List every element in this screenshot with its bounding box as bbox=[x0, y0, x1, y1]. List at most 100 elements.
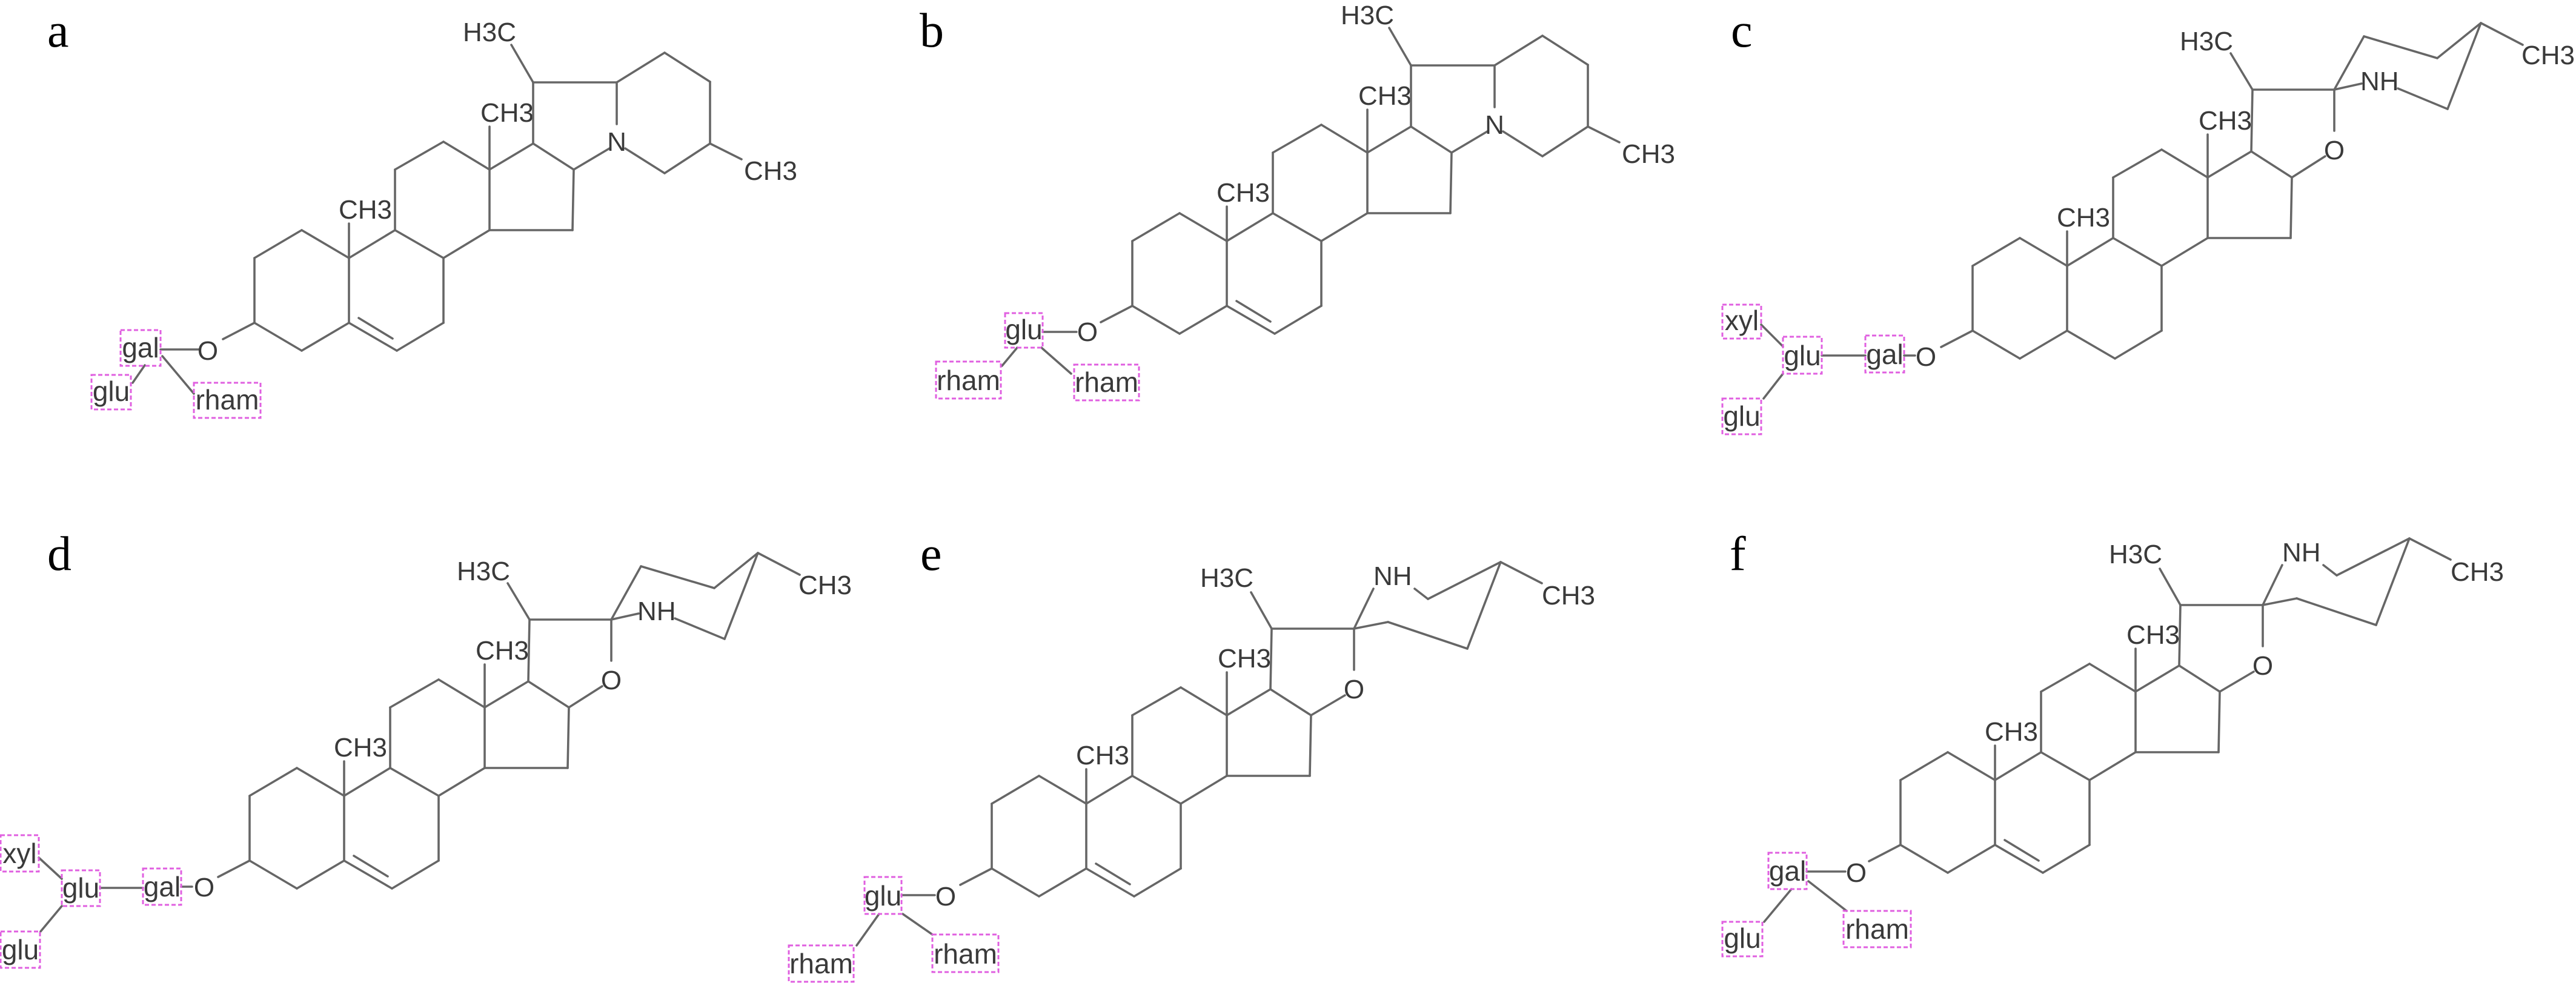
ring-bond bbox=[248, 859, 298, 890]
c27-methyl-label: CH3 bbox=[2451, 557, 2504, 587]
ring-bond bbox=[1971, 329, 2021, 360]
sugar-label: glu bbox=[2, 934, 39, 965]
bond bbox=[663, 142, 711, 174]
methyl-bond bbox=[2159, 567, 2182, 606]
sugar-unit: gal bbox=[119, 329, 162, 367]
c19-methyl-label: CH3 bbox=[1217, 178, 1270, 208]
steroid-skeleton bbox=[1940, 133, 2293, 360]
sugar-highlight-box bbox=[1721, 921, 1764, 958]
methyl-bond bbox=[1388, 27, 1412, 67]
ring-bond bbox=[1309, 714, 1312, 777]
ring-bond bbox=[566, 706, 570, 769]
methyl-bond bbox=[1250, 591, 1273, 630]
sugar-label: glu bbox=[865, 880, 901, 912]
c18-methyl-label: CH3 bbox=[2199, 106, 2252, 136]
ring-bond bbox=[2088, 663, 2137, 693]
sugar-label: rham bbox=[789, 948, 853, 979]
steroid-skeleton bbox=[1100, 108, 1453, 335]
ring-bond bbox=[296, 767, 345, 797]
sugar-unit: rham bbox=[931, 933, 1000, 973]
glycosidic-bond bbox=[1940, 329, 1974, 348]
methyl-bond bbox=[510, 44, 534, 84]
c27-methyl-label: CH3 bbox=[1622, 139, 1675, 169]
side-ring-system bbox=[510, 44, 743, 174]
ring-bond bbox=[1178, 212, 1228, 242]
sugar-label: rham bbox=[1845, 913, 1909, 945]
glycosidic-oxygen-label: O bbox=[1077, 317, 1098, 347]
ring-bond bbox=[437, 767, 486, 797]
glycosidic-oxygen-label: O bbox=[1916, 342, 1936, 372]
ring-bond bbox=[2114, 329, 2163, 360]
methyl-bond bbox=[1499, 561, 1543, 584]
sugar-highlight-box bbox=[1004, 312, 1044, 349]
ring-bond bbox=[1178, 305, 1228, 335]
bond bbox=[2322, 564, 2338, 577]
ring-bond bbox=[1180, 775, 1228, 805]
side-ring-system bbox=[1250, 561, 1543, 716]
sugar-unit: glu bbox=[61, 869, 101, 907]
bond bbox=[568, 685, 603, 709]
bond bbox=[2397, 87, 2449, 110]
sugar-unit: gal bbox=[142, 867, 182, 906]
bond bbox=[2375, 537, 2411, 626]
bond bbox=[2295, 597, 2377, 626]
bond bbox=[663, 51, 711, 83]
bond bbox=[674, 617, 726, 640]
bond bbox=[640, 565, 715, 589]
sugar-highlight-box bbox=[90, 374, 132, 411]
sugar-label: gal bbox=[1769, 855, 1806, 887]
glycosidic-linkage bbox=[1763, 888, 1793, 923]
sugar-label: glu bbox=[62, 872, 99, 904]
sugar-label: xyl bbox=[1725, 305, 1759, 336]
bond bbox=[2291, 155, 2326, 179]
glycosidic-bond bbox=[1100, 305, 1134, 323]
sugar-label: gal bbox=[144, 871, 181, 902]
methyl-bond bbox=[1587, 125, 1621, 144]
sugar-unit: glu bbox=[1721, 397, 1762, 435]
ring-bond bbox=[2206, 150, 2252, 179]
ring-bond bbox=[1947, 844, 1996, 874]
bond bbox=[1413, 587, 1429, 600]
side-ring-system bbox=[2229, 22, 2524, 179]
ring-bond bbox=[2250, 150, 2293, 179]
bond bbox=[573, 147, 611, 171]
ring-bond bbox=[2134, 664, 2180, 693]
c27-methyl-label: CH3 bbox=[798, 571, 852, 600]
methyl-bond bbox=[757, 552, 801, 576]
nh-label: NH bbox=[637, 597, 676, 626]
bond bbox=[1466, 561, 1502, 650]
sugar-highlight-box bbox=[1073, 363, 1140, 402]
bond bbox=[2262, 597, 2298, 606]
sugar-highlight-box bbox=[119, 329, 162, 367]
ring-bond bbox=[1899, 751, 1949, 781]
bond bbox=[2333, 35, 2365, 91]
side-ring-system bbox=[2159, 537, 2452, 693]
ring-bond bbox=[1272, 212, 1323, 242]
bond bbox=[2219, 670, 2255, 693]
bond bbox=[2436, 22, 2482, 59]
panel-label: a bbox=[47, 4, 69, 58]
ring-bond bbox=[2040, 751, 2091, 781]
panel-label: f bbox=[1730, 528, 1746, 581]
sugar-label: xyl bbox=[2, 838, 36, 869]
ring-bond bbox=[1410, 125, 1453, 154]
bond bbox=[616, 51, 666, 84]
methyl-bond bbox=[2480, 22, 2524, 46]
ring-bond bbox=[532, 142, 575, 171]
glycosidic-bond bbox=[959, 867, 993, 886]
ring-bond bbox=[396, 322, 445, 352]
bond bbox=[2446, 22, 2482, 110]
c19-methyl-label: CH3 bbox=[1985, 717, 2038, 747]
nitrogen-atom-label: N bbox=[607, 127, 626, 157]
bond bbox=[1541, 35, 1589, 66]
ring-bond bbox=[991, 867, 1040, 898]
methyl-bond bbox=[2229, 52, 2254, 91]
ring-bond bbox=[1269, 688, 1312, 716]
ring-bond bbox=[2160, 237, 2209, 267]
ring-bond bbox=[483, 680, 529, 709]
